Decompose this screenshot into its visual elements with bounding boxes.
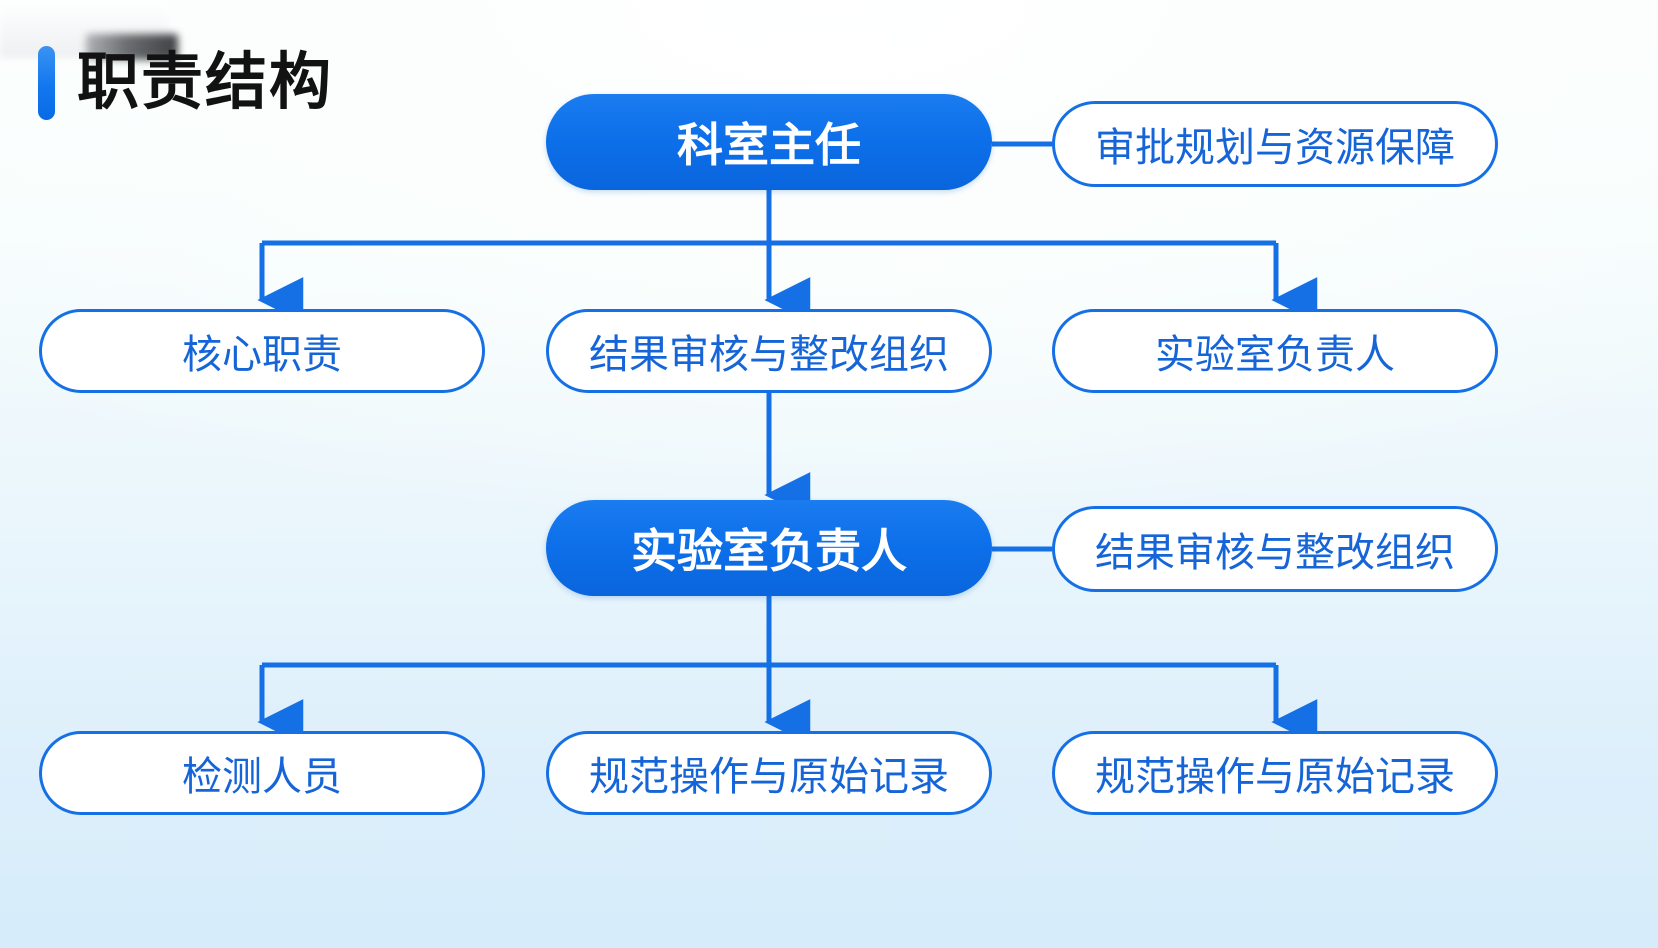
node-level2-child-1[interactable]: 检测人员: [39, 731, 485, 815]
redacted-watermark-blob: [86, 34, 178, 60]
node-level2-side[interactable]: 结果审核与整改组织: [1052, 506, 1498, 592]
title-accent-bar: [38, 46, 55, 120]
node-level2-child-2[interactable]: 规范操作与原始记录: [546, 731, 992, 815]
page-title-text: 职责结构: [77, 48, 334, 117]
node-level1-child-3[interactable]: 实验室负责人: [1052, 309, 1498, 393]
node-level1-primary[interactable]: 科室主任: [546, 94, 992, 190]
node-level1-child-2[interactable]: 结果审核与整改组织: [546, 309, 992, 393]
node-level2-primary[interactable]: 实验室负责人: [546, 500, 992, 596]
page-title: 职责结构: [38, 46, 333, 120]
node-level1-child-1[interactable]: 核心职责: [39, 309, 485, 393]
node-level1-side[interactable]: 审批规划与资源保障: [1052, 101, 1498, 187]
node-level2-child-3[interactable]: 规范操作与原始记录: [1052, 731, 1498, 815]
